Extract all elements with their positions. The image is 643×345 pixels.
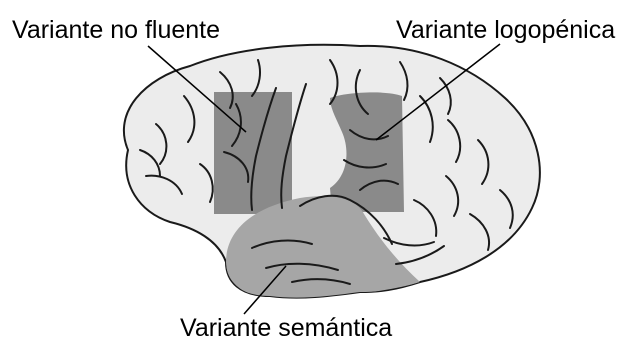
label-variante-semantica: Variante semántica <box>180 314 393 342</box>
label-variante-no-fluente: Variante no fluente <box>12 16 221 44</box>
region-temporal-semantica <box>226 196 420 298</box>
leader-line-semantica <box>243 265 287 315</box>
leader-line-logopenica <box>375 43 501 141</box>
leader-line-no-fluente <box>147 45 247 133</box>
sulci <box>139 59 514 285</box>
label-variante-logopenica: Variante logopénica <box>396 16 616 44</box>
region-parietal-logopenica <box>330 92 404 212</box>
